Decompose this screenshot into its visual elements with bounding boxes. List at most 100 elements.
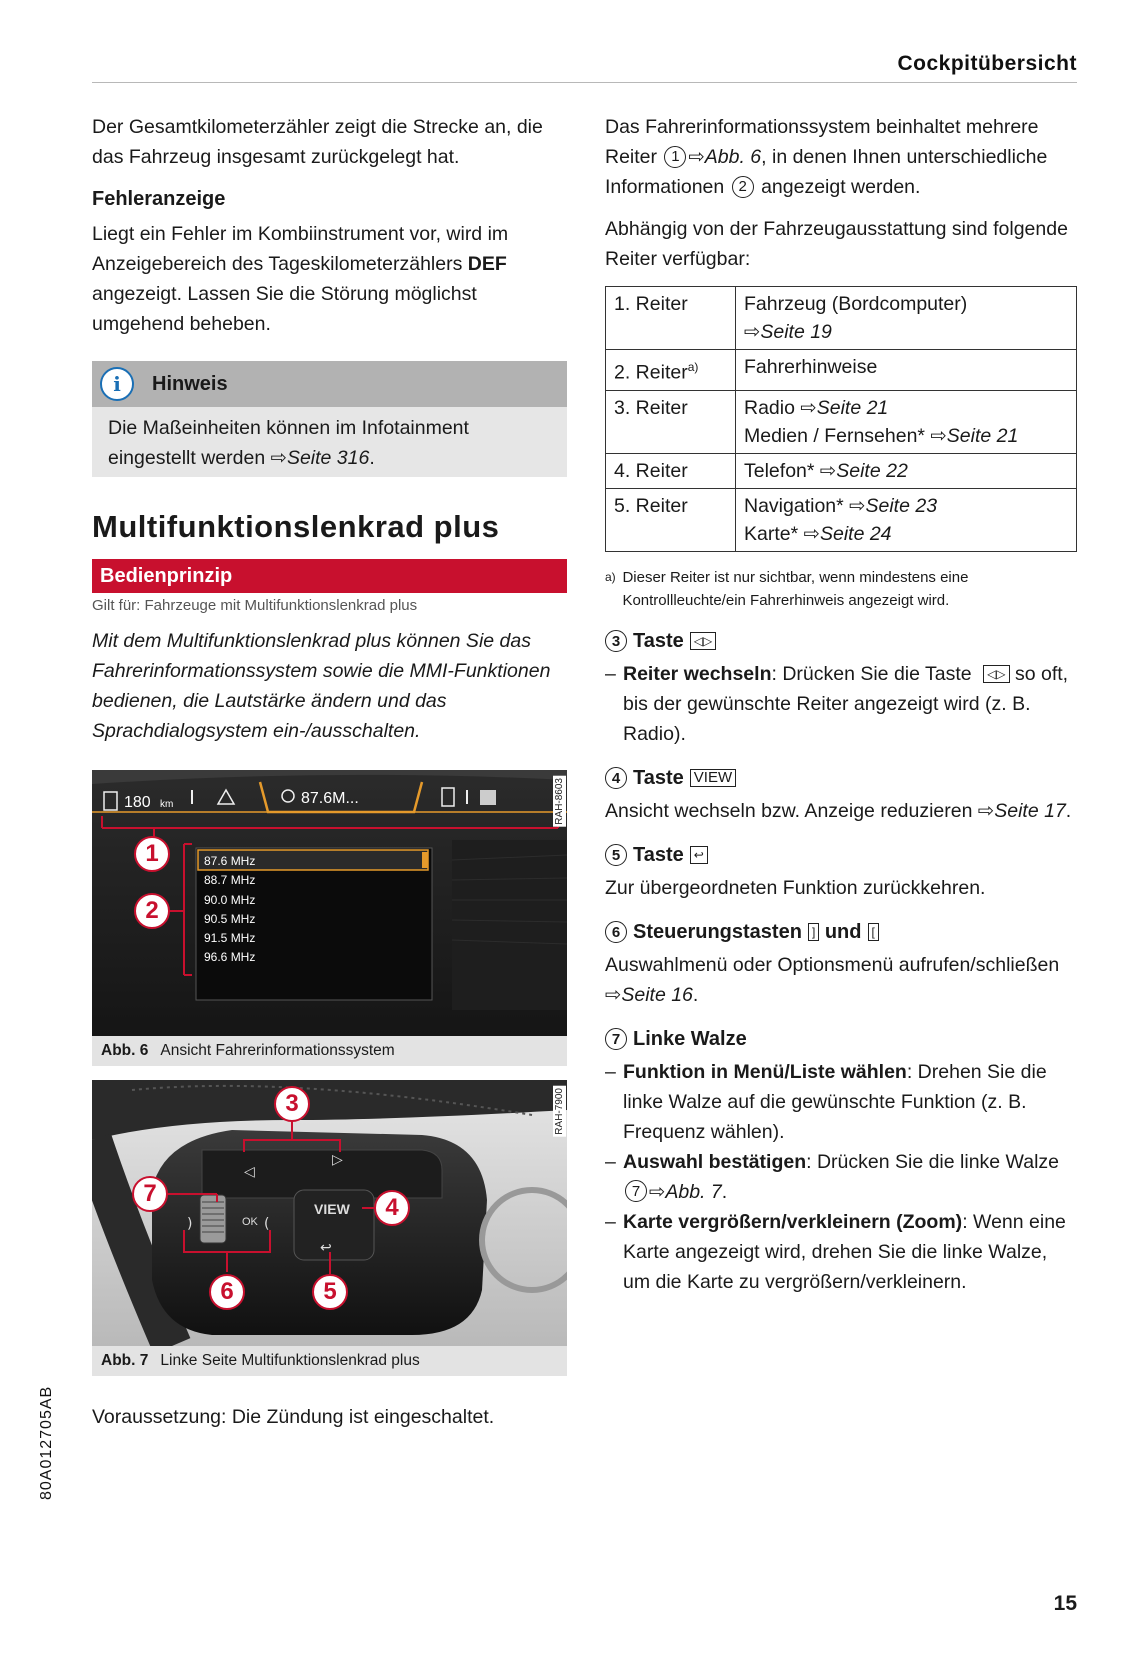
reiter-table: 1. Reiter Fahrzeug (Bordcomputer)⇨Seite … [605,286,1077,552]
odometer-paragraph: Der Gesamtkilometerzähler zeigt die Stre… [92,116,543,168]
frequency-list: 87.6 MHz 88.7 MHz 90.0 MHz 90.5 MHz 91.5… [204,854,255,964]
hinweis-box: i Hinweis Die Maßeinheiten können im Inf… [92,361,567,477]
text: : Drehen Sie die linke Walze auf die gew… [623,1060,1047,1143]
frequency-item: 91.5 MHz [204,931,255,945]
tab-cell: 4. Reiter [605,452,736,489]
text: Taste [633,766,684,789]
number-circle: 1 [664,145,687,168]
range-value: 180 [124,794,151,811]
text: Auswahlmenü oder Optionsmenü aufrufen/sc… [605,953,1060,976]
page-reference[interactable]: ⇨Seite 21 [930,424,1019,447]
section-4-heading: 4 Taste VIEW [605,767,1077,790]
callout-4: 4 [374,1190,410,1226]
table-row: 5. Reiter Navigation* ⇨Seite 23 Karte* ⇨S… [605,487,1077,552]
figure-reference[interactable]: ⇨Abb. 6 [688,146,762,168]
content-cell: Telefon* ⇨Seite 22 [735,452,1077,489]
page-reference[interactable]: ⇨Seite 22 [819,459,908,482]
reiter-intro-paragraph: Abhängig von der Fahrzeugausstattung sin… [605,218,1068,270]
page-reference[interactable]: ⇨Seite 316 [270,447,370,469]
text: Taste [633,629,684,652]
applies-to-text: Gilt für: Fahrzeuge mit Multifunktionsle… [92,597,418,614]
content-cell: Navigation* ⇨Seite 23 Karte* ⇨Seite 24 [735,487,1077,552]
intro-paragraph: Mit dem Multifunktionslenkrad plus könne… [92,630,551,742]
voraussetzung-paragraph: Voraussetzung: Die Zündung ist eingescha… [92,1406,495,1428]
page-reference[interactable]: ⇨Seite 16 [605,983,693,1006]
section-7-heading: 7 Linke Walze [605,1028,1077,1051]
steering-wheel-illustration: ◁ ▷ VIEW ↩ ) OK ( [92,1080,567,1346]
svg-text:▷: ▷ [332,1152,343,1168]
figure-reference[interactable]: ⇨Abb. 7 [649,1180,722,1203]
content-cell: Fahrerhinweise [735,349,1077,391]
back-key-icon: ↩ [689,846,708,864]
ok-label: OK [242,1216,259,1228]
frequency-item: 90.5 MHz [204,912,255,926]
text: Karte* [744,522,804,545]
tab-cell: 5. Reiter [605,487,736,552]
steering-wheel-image: ◁ ▷ VIEW ↩ ) OK ( [92,1080,567,1346]
display-illustration: 180 km 87.6M... 87.6 MHz 88.7 MHz 90.0 M… [92,770,567,1036]
caption-label: Abb. 7 [101,1352,149,1369]
page-reference[interactable]: ⇨Seite 21 [800,396,889,419]
phone-icon [441,787,455,807]
left-control-key-icon: [ [867,923,879,941]
bedienprinzip-bar: Bedienprinzip [92,559,567,593]
table-footnote: a) Dieser Reiter ist nur sichtbar, wenn … [605,566,1077,612]
view-key-icon: VIEW [689,769,737,787]
caption-text: Ansicht Fahrerinformationssystem [160,1042,395,1059]
frequency-item: 87.6 MHz [204,854,255,868]
figure-code: RAH-8603 [553,776,566,827]
page-reference[interactable]: ⇨Seite 19 [744,321,832,343]
text: Fahrzeug (Bordcomputer) [744,293,968,315]
svg-text:↩: ↩ [320,1240,332,1256]
callout-7: 7 [132,1176,168,1212]
callout-6: 6 [209,1274,245,1310]
text: : Drücken Sie die linke Walze [806,1150,1060,1173]
text: Linke Walze [633,1027,747,1050]
text: Das Fahrerinformationssystem beinhaltet … [605,116,1039,168]
table-row: 1. Reiter Fahrzeug (Bordcomputer)⇨Seite … [605,286,1077,350]
tab-key-icon: ◁▷ [983,664,1010,683]
text: Ansicht wechseln bzw. Anzeige reduzieren [605,799,978,822]
text: Steuerungstasten [633,920,802,943]
fis-paragraph: Das Fahrerinformationssystem beinhaltet … [605,112,1077,202]
text: : Wenn eine Karte angezeigt wird, drehen… [623,1210,1066,1293]
figure-code: RAH-7900 [553,1086,566,1137]
tab-key-icon: ◁▷ [689,632,717,650]
station-name: 87.6M... [301,790,359,807]
list-item: –Reiter wechseln: Drücken Sie die Taste … [605,662,1069,745]
hinweis-text: Die Maßeinheiten können im Infotainment … [92,407,567,477]
text: angezeigt. Lassen Sie die Störung möglic… [92,283,477,335]
def-label: DEF [467,253,507,275]
page-reference[interactable]: ⇨Seite 17 [977,799,1066,822]
right-column: Das Fahrerinformationssystem beinhaltet … [605,112,1077,1297]
hinweis-title: Hinweis [152,372,228,395]
number-circle: 7 [605,1028,627,1050]
tab-cell: 3. Reiter [605,389,736,454]
text: so oft, bis der gewünschte Reiter angeze… [623,662,1069,745]
table-row: 4. Reiter Telefon* ⇨Seite 22 [605,452,1077,489]
text: Taste [633,843,684,866]
header-title: Cockpitübersicht [897,52,1077,75]
tab-cell: 2. Reitera) [605,349,736,391]
warning-icon [216,788,236,805]
text: Liegt ein Fehler im Kombiinstrument vor,… [92,223,509,275]
fehleranzeige-paragraph: Liegt ein Fehler im Kombiinstrument vor,… [92,219,567,339]
figure-7: ◁ ▷ VIEW ↩ ) OK ( [92,1080,567,1376]
callout-5: 5 [312,1274,348,1310]
page-reference[interactable]: ⇨Seite 23 [849,494,938,517]
table-row: 2. Reitera) Fahrerhinweise [605,349,1077,391]
svg-text:(: ( [264,1216,269,1232]
frequency-item: 88.7 MHz [204,873,255,887]
page-reference[interactable]: ⇨Seite 24 [803,522,892,545]
number-circle: 4 [605,767,627,789]
text: angezeigt werden. [755,176,921,198]
number-circle: 6 [605,921,627,943]
map-icon [480,790,496,805]
number-circle: 7 [625,1180,647,1202]
text: Navigation* [744,494,850,517]
